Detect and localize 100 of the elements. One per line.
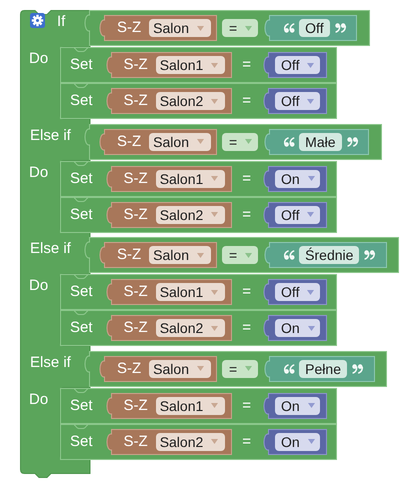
keyword-label: Set <box>70 283 93 301</box>
set-block <box>60 196 337 232</box>
text-field: Off <box>299 19 330 37</box>
prefix-label: S-Z <box>124 92 148 110</box>
text-block <box>263 15 358 41</box>
set-block <box>60 47 337 83</box>
compare-block <box>83 237 400 273</box>
prefix-label: S-Z <box>124 432 148 450</box>
dropdown: Salon <box>149 19 211 37</box>
keyword-label: Set <box>70 170 93 188</box>
operator-label: = <box>242 56 252 74</box>
dropdown: Salon <box>149 132 211 150</box>
value-block <box>262 202 328 228</box>
prefix-label: S-Z <box>124 283 148 301</box>
keyword-label: Else if <box>30 240 71 258</box>
value-block <box>262 166 328 192</box>
variable-block <box>98 15 217 41</box>
variable-block <box>104 315 232 341</box>
value-block <box>262 88 328 114</box>
text-block <box>263 128 370 154</box>
dropdown: = <box>222 246 258 264</box>
keyword-label: Do <box>29 277 48 295</box>
operator-label: = <box>242 283 252 301</box>
keyword-label: Set <box>70 319 93 337</box>
compare-block <box>83 10 370 46</box>
value-block <box>262 52 328 78</box>
keyword-label: Set <box>70 432 93 450</box>
set-block <box>60 83 337 119</box>
value-block <box>262 428 328 454</box>
operator-label: = <box>242 206 252 224</box>
variable-block <box>104 202 232 228</box>
keyword-label: Set <box>70 56 93 74</box>
dropdown: Salon2 <box>156 206 226 224</box>
prefix-label: S-Z <box>124 206 148 224</box>
dropdown: Salon2 <box>156 92 226 110</box>
variable-block <box>98 242 217 268</box>
keyword-label: Set <box>70 396 93 414</box>
dropdown: On <box>275 432 320 450</box>
prefix-label: S-Z <box>117 19 142 37</box>
text-field: Pełne <box>299 360 347 378</box>
prefix-label: S-Z <box>117 132 142 150</box>
variable-block <box>104 279 232 305</box>
variable-block <box>104 428 232 454</box>
variable-block <box>98 128 217 154</box>
dropdown: = <box>222 19 258 37</box>
dropdown: Salon2 <box>156 432 226 450</box>
dropdown: Salon <box>149 360 211 378</box>
variable-block <box>98 356 217 382</box>
set-block <box>60 160 337 196</box>
dropdown: Salon2 <box>156 319 226 337</box>
text-block <box>263 356 375 382</box>
keyword-label: Do <box>29 390 48 408</box>
if-block <box>20 10 91 478</box>
dropdown: On <box>275 396 320 414</box>
variable-block <box>104 392 232 418</box>
compare-block <box>83 124 382 160</box>
text-field: Średnie <box>299 246 360 264</box>
value-block <box>262 315 328 341</box>
prefix-label: S-Z <box>117 246 142 264</box>
text-block <box>263 242 388 268</box>
text-field: Małe <box>299 132 342 150</box>
dropdown: On <box>275 170 320 188</box>
dropdown: Salon <box>149 246 211 264</box>
dropdown: = <box>222 360 258 378</box>
dropdown: Salon1 <box>156 396 226 414</box>
prefix-label: S-Z <box>117 360 142 378</box>
prefix-label: S-Z <box>124 319 148 337</box>
dropdown: Off <box>275 206 320 224</box>
dropdown: Off <box>275 92 320 110</box>
set-block <box>60 310 337 346</box>
operator-label: = <box>242 319 252 337</box>
variable-block <box>104 52 232 78</box>
operator-label: = <box>242 170 252 188</box>
keyword-label: Do <box>29 50 48 68</box>
prefix-label: S-Z <box>124 396 148 414</box>
set-block <box>60 274 337 310</box>
compare-block <box>83 350 387 386</box>
keyword-label: Else if <box>30 126 71 144</box>
dropdown: Off <box>275 283 320 301</box>
value-block <box>262 392 328 418</box>
value-block <box>262 279 328 305</box>
operator-label: = <box>242 396 252 414</box>
keyword-label: Set <box>70 206 93 224</box>
set-block <box>60 388 337 424</box>
operator-label: = <box>242 432 252 450</box>
variable-block <box>104 88 232 114</box>
operator-label: = <box>242 92 252 110</box>
prefix-label: S-Z <box>124 56 148 74</box>
keyword-label: Else if <box>30 354 71 372</box>
keyword-label: If <box>57 13 66 31</box>
dropdown: Salon1 <box>156 170 226 188</box>
keyword-label: Set <box>70 92 93 110</box>
prefix-label: S-Z <box>124 170 148 188</box>
keyword-label: Do <box>29 164 48 182</box>
dropdown: = <box>222 132 258 150</box>
variable-block <box>104 166 232 192</box>
set-block <box>60 424 337 460</box>
dropdown: Salon1 <box>156 283 226 301</box>
dropdown: Off <box>275 56 320 74</box>
dropdown: Salon1 <box>156 56 226 74</box>
